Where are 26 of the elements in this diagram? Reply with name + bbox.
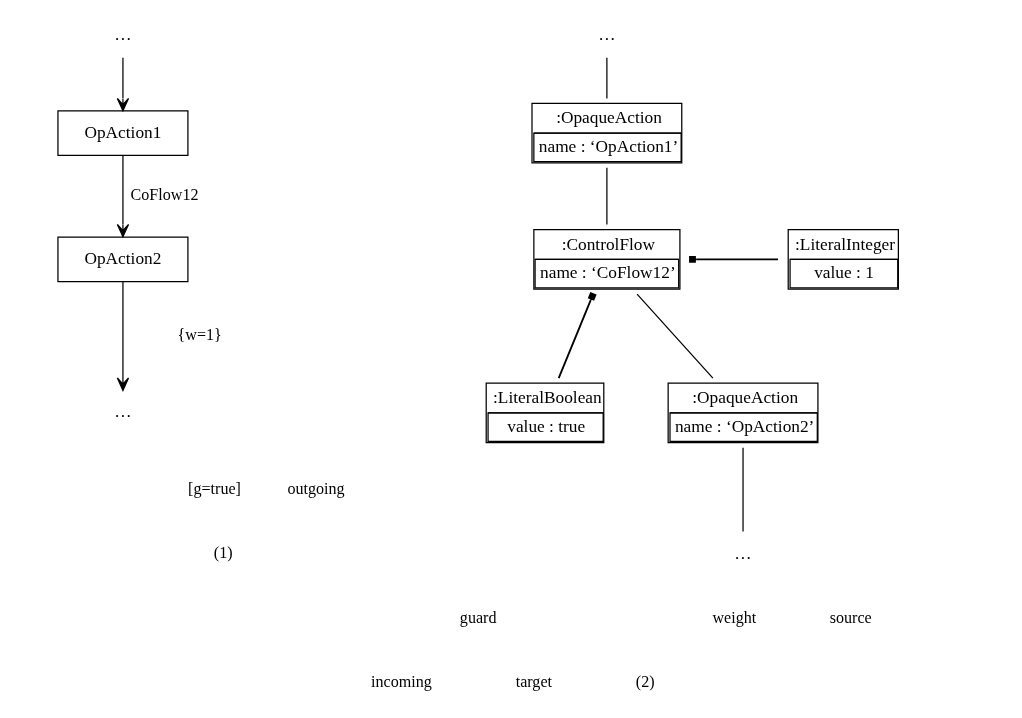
label: (2) (635, 672, 655, 690)
node-text: … (113, 402, 132, 422)
arrow (116, 57, 129, 112)
connector (741, 447, 744, 533)
label: (1) (213, 544, 233, 562)
edge-label: CoFlow12 (130, 186, 198, 204)
node-text: … (733, 543, 752, 563)
node-box: OpAction1 (56, 110, 189, 156)
node-text: … (113, 24, 132, 44)
label: weight (711, 608, 756, 626)
label: [g=true] (187, 479, 241, 497)
node-text: … (597, 24, 616, 44)
label: source (829, 608, 872, 626)
label: guard (459, 608, 496, 626)
connector (605, 167, 607, 226)
arrow (116, 155, 129, 238)
label: {w=1} (177, 326, 222, 344)
connector (636, 293, 714, 379)
arrow (116, 281, 129, 391)
label: outgoing (286, 479, 345, 497)
connector (605, 57, 607, 100)
connector (557, 291, 597, 380)
label: target (515, 672, 552, 690)
node-box: OpAction2 (56, 236, 189, 283)
connector (688, 255, 779, 263)
label: incoming (370, 672, 432, 690)
